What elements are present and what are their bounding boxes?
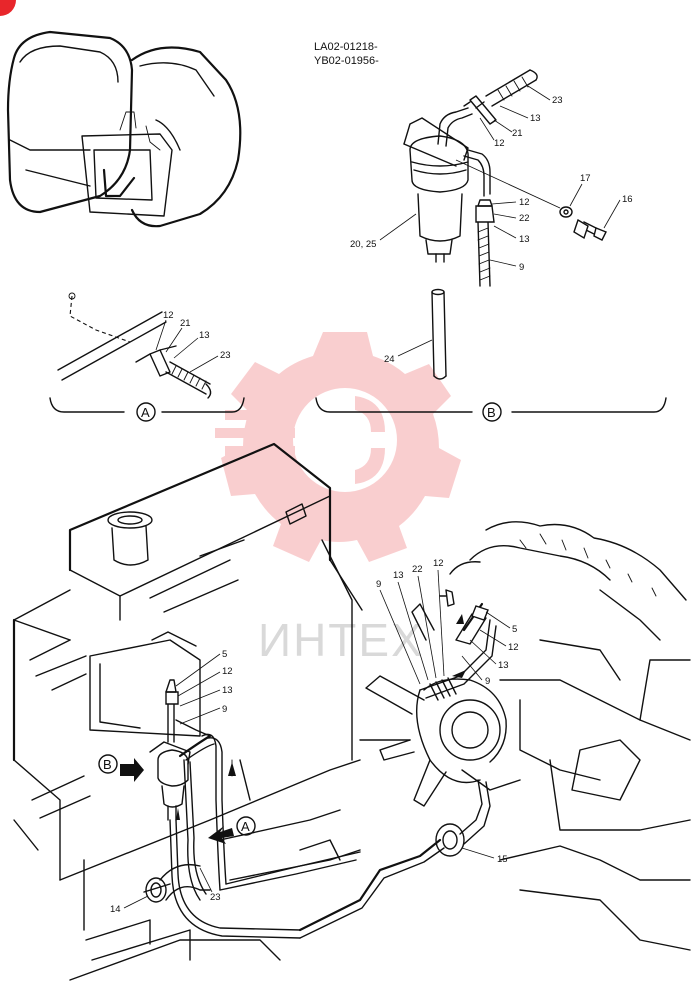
callout-a-21: 21: [180, 318, 191, 329]
callout-main-r-9b: 9: [485, 676, 490, 687]
serial-number-1: LA02-01218-: [314, 41, 378, 53]
view-b-label: B: [487, 405, 496, 420]
view-a-label: A: [141, 405, 150, 420]
arrow-label-a: A: [241, 819, 250, 834]
callout-main-r-22: 22: [412, 564, 423, 575]
callout-main-r-5: 5: [512, 624, 517, 635]
callout-b-23: 23: [552, 95, 563, 106]
detail-a-view: A 12 21 13 23: [49, 292, 245, 422]
callout-b-9: 9: [519, 262, 524, 273]
callout-b-21: 21: [512, 128, 523, 139]
callout-main-r-12b: 12: [508, 642, 519, 653]
callout-main-12: 12: [222, 666, 233, 677]
arrow-label-b: B: [103, 757, 112, 772]
callout-b-12: 12: [494, 138, 505, 149]
callout-b-24: 24: [384, 354, 395, 365]
corner-mark-icon: [0, 0, 16, 16]
callout-b-16: 16: [622, 194, 633, 205]
watermark-logo-icon: [215, 332, 461, 562]
callout-main-14: 14: [110, 904, 121, 915]
detail-b-view: B 23 13 21 12 17 16 12 22 13 9 20, 25 24: [315, 69, 667, 422]
callout-main-r-12: 12: [433, 558, 444, 569]
callout-b-13: 13: [530, 113, 541, 124]
watermark-text: ИНТЕХ: [258, 614, 424, 666]
callout-main-r-15: 15: [497, 854, 508, 865]
callout-a-13: 13: [199, 330, 210, 341]
main-assembly-view: B A 5 12 13 9 23 14 9 13 22 12 5 12 13 9…: [12, 442, 691, 981]
callout-main-r-13: 13: [393, 570, 404, 581]
callout-a-12: 12: [163, 310, 174, 321]
callout-main-5: 5: [222, 649, 227, 660]
callout-b-12b: 12: [519, 197, 530, 208]
serial-number-2: YB02-01956-: [314, 55, 379, 67]
callout-main-9: 9: [222, 704, 227, 715]
callout-main-13: 13: [222, 685, 233, 696]
callout-main-r-13b: 13: [498, 660, 509, 671]
machine-overview: [6, 30, 242, 228]
callout-a-23: 23: [220, 350, 231, 361]
callout-b-22: 22: [519, 213, 530, 224]
callout-b-20-25: 20, 25: [350, 239, 376, 250]
callout-b-13b: 13: [519, 234, 530, 245]
callout-b-17: 17: [580, 173, 591, 184]
callout-main-23: 23: [210, 892, 221, 903]
callout-main-r-9: 9: [376, 579, 381, 590]
